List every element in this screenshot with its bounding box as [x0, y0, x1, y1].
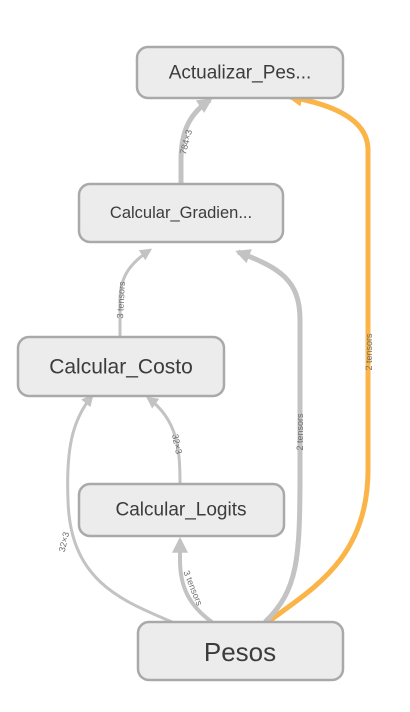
node-actualizar-pesos[interactable]: Actualizar_Pes... [135, 45, 345, 100]
edge-pesos-to-costo[interactable] [66, 394, 173, 624]
edge-label-logits-to-costo: 32×3 [170, 433, 184, 455]
edge-label-pesos-to-gradientes: 2 tensors [295, 413, 305, 451]
node-label: Calcular_Costo [49, 356, 193, 379]
edge-pesos-to-actualizar[interactable] [266, 91, 371, 624]
node-calcular-logits[interactable]: Calcular_Logits [77, 482, 286, 538]
edge-label-pesos-to-actualizar: 2 tensors [364, 333, 374, 371]
node-label: Calcular_Logits [116, 500, 247, 521]
edge-label-pesos-to-costo: 32×3 [57, 531, 71, 553]
edge-label-costo-to-gradientes: 3 tensors [115, 281, 127, 319]
node-label: Pesos [204, 637, 276, 667]
edge-label-gradientes-to-actualizar: 784×3 [178, 128, 194, 155]
node-calcular-costo[interactable]: Calcular_Costo [16, 335, 226, 398]
edges [66, 91, 371, 624]
node-pesos[interactable]: Pesos [136, 620, 345, 682]
node-calcular-gradientes[interactable]: Calcular_Gradien... [77, 182, 285, 244]
edge-pesos-to-gradientes[interactable] [235, 249, 303, 624]
edge-costo-to-gradientes[interactable] [118, 248, 152, 337]
node-label: Calcular_Gradien... [110, 204, 252, 222]
edge-gradientes-to-actualizar[interactable] [178, 97, 213, 184]
edge-pesos-to-logits[interactable] [172, 536, 214, 624]
node-label: Actualizar_Pes... [169, 63, 312, 84]
edge-logits-to-costo[interactable] [146, 396, 182, 485]
